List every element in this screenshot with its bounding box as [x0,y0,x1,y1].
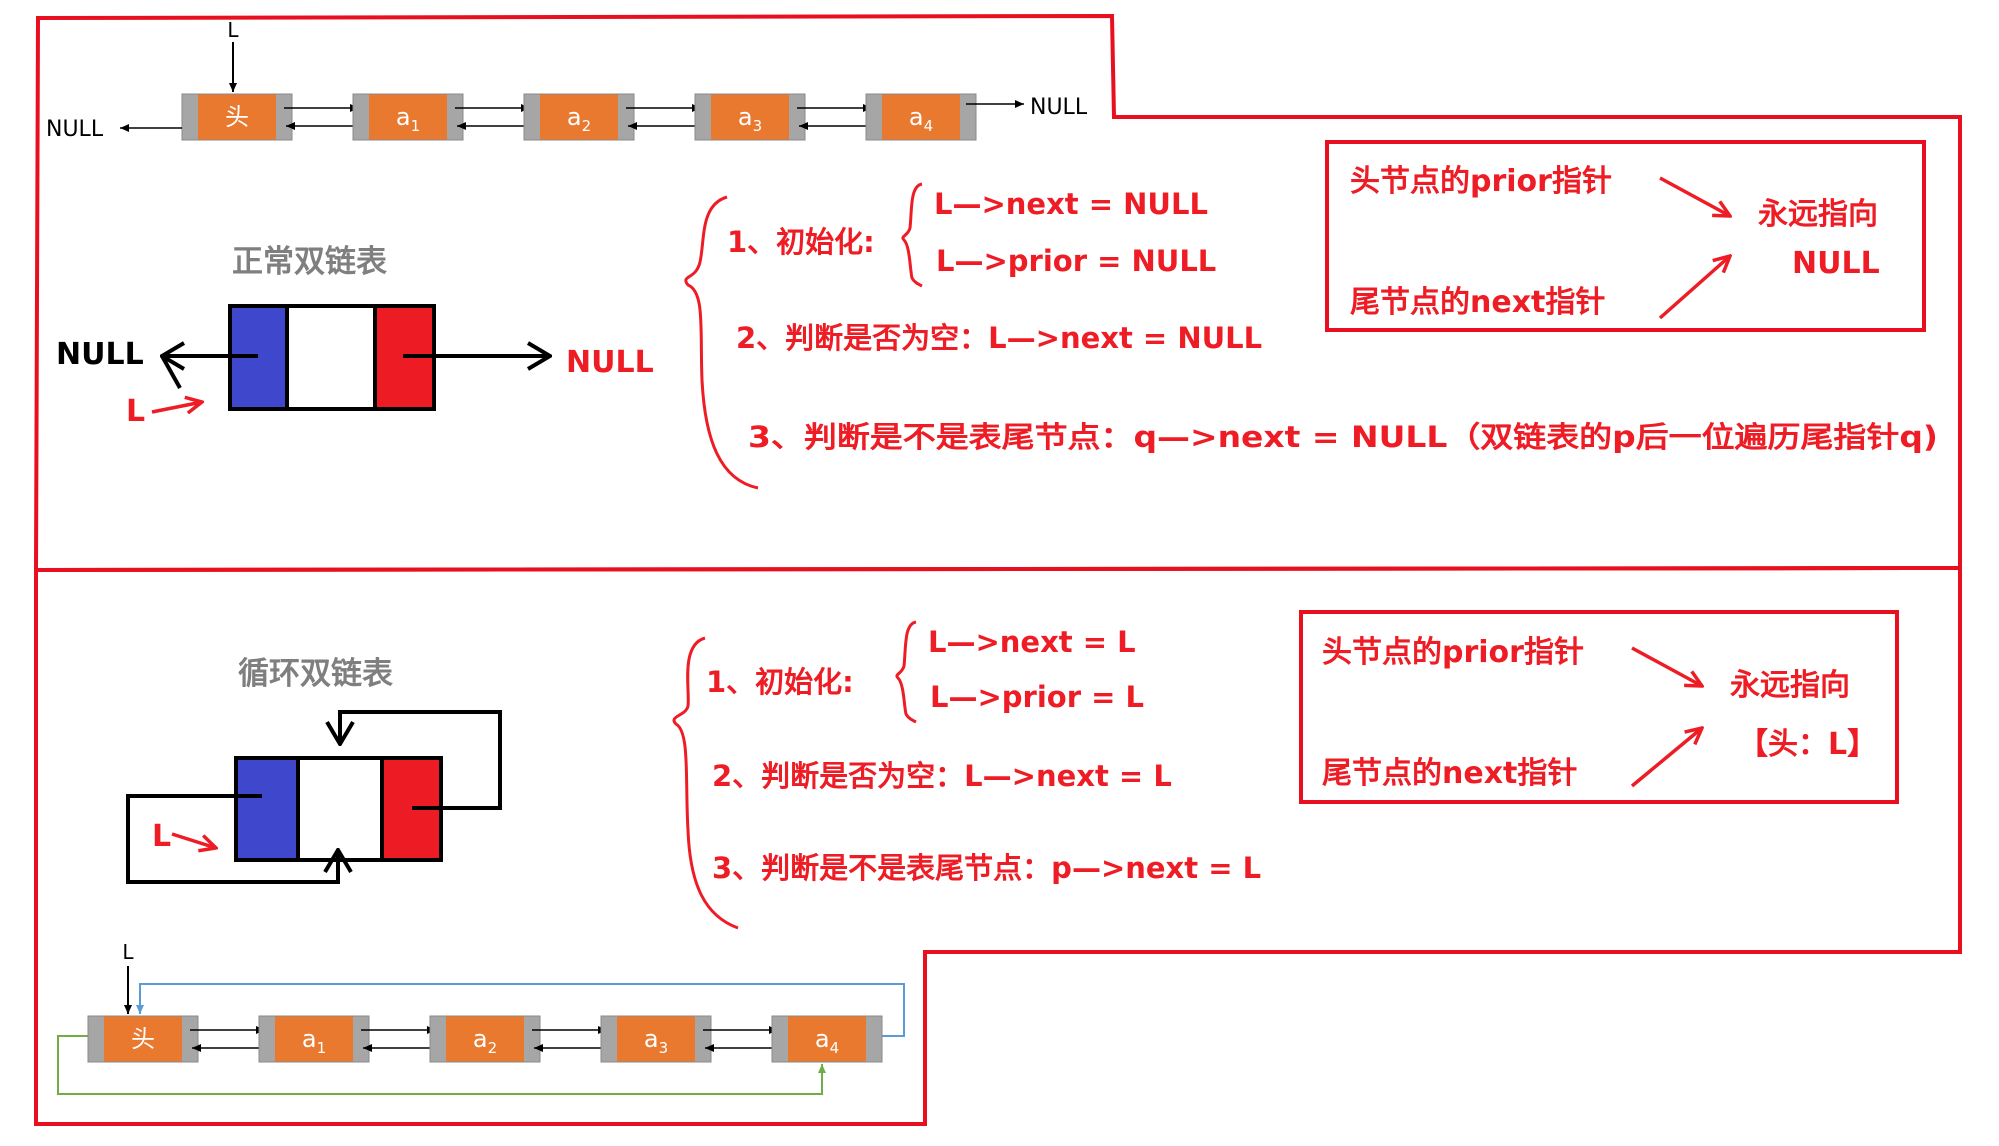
bottom-chain-node-1-label: 头 [131,1025,155,1053]
top-rule-init-prior: L—>prior = NULL [936,244,1216,278]
bottom-init-brace [895,620,917,724]
top-rule-init-label: 1、初始化: [727,225,875,259]
bottom-chain-node-1: 头 [87,1015,199,1063]
top-chain-left-null: NULL [46,117,104,142]
top-node-right-null: NULL [566,345,654,380]
top-note-result1: 永远指向 [1758,197,1878,232]
bottom-chain-nodes: 头 a1 a2 a3 a4 [87,1015,883,1063]
top-node-figure [162,304,550,411]
bottom-chain-head-pointer-label: L [122,940,134,964]
top-chain-node-1-label: 头 [225,103,249,131]
data-field [287,306,375,409]
bottom-rule-init-label: 1、初始化: [706,665,854,699]
top-title: 正常双链表 [232,244,387,280]
bottom-rules: 1、初始化: L—>next = L L—>prior = L 2、判断是否为空… [706,625,1261,885]
top-rule-tail: 3、判断是不是表尾节点：q—>next = NULL（双链表的p后一位遍历尾指针… [748,420,1938,454]
bottom-note-line1: 头节点的prior指针 [1322,635,1584,670]
bottom-note-box: 头节点的prior指针 尾节点的next指针 永远指向 【头：L】 [1299,610,1899,804]
top-chain-node-2: a1 [352,93,464,141]
bottom-rule-init-next: L—>next = L [928,625,1136,659]
top-chain-head-pointer-label: L [227,18,239,42]
bottom-chain-blue-loop [136,983,905,1037]
bottom-chain-node-5: a4 [771,1015,883,1063]
bottom-chain-node-5-label: a4 [815,1025,839,1057]
top-chain-nodes: 头 a1 a2 a3 a4 [181,93,977,141]
bottom-pointer-label: L [152,819,171,854]
bottom-node-figure [126,710,502,884]
top-note-box: 头节点的prior指针 尾节点的next指针 永远指向 NULL [1325,140,1926,332]
top-rule-init-next: L—>next = NULL [934,187,1208,221]
bottom-rule-init-prior: L—>prior = L [930,680,1144,714]
bottom-title: 循环双链表 [238,656,393,692]
top-note-line2: 尾节点的next指针 [1350,285,1605,320]
bottom-chain-node-2: a1 [258,1015,370,1063]
bottom-note-result1: 永远指向 [1730,668,1850,703]
top-init-brace [901,182,923,288]
section-frames [33,13,1962,1126]
top-rules: 1、初始化: L—>next = NULL L—>prior = NULL 2、… [727,187,1938,454]
bottom-rule-empty: 2、判断是否为空：L—>next = L [712,759,1172,793]
top-chain-node-1: 头 [181,93,293,141]
bottom-note-line2: 尾节点的next指针 [1322,756,1577,791]
top-chain-right-null: NULL [1030,95,1088,120]
top-pointer-arrow [151,402,202,412]
next-loop-arrow [340,710,502,810]
top-chain-node-5: a4 [865,93,977,141]
bottom-note-result2: 【头：L】 [1738,727,1877,762]
top-rule-empty: 2、判断是否为空：L—>next = NULL [736,321,1262,355]
top-note-line1: 头节点的prior指针 [1350,164,1612,199]
top-chain: L 头 a1 a2 a3 a4 NULL NULL [46,18,1088,142]
bottom-rule-tail: 3、判断是不是表尾节点：p—>next = L [712,851,1261,885]
top-rules-brace [684,195,759,490]
bottom-rules-brace [672,636,739,930]
top-pointer-label: L [126,394,145,429]
bottom-chain-node-3: a2 [429,1015,541,1063]
top-note-result2: NULL [1792,246,1880,281]
bottom-chain-node-4: a3 [600,1015,712,1063]
bottom-frame [34,565,1962,1126]
top-chain-node-3: a2 [523,93,635,141]
bottom-chain-green-loop [57,1035,826,1095]
top-chain-node-4: a3 [694,93,806,141]
top-node-left-null: NULL [56,337,144,372]
prior-loop-arrow [126,794,338,884]
bottom-pointer-arrow [171,832,216,848]
bottom-chain: L 头 a1 a2 a3 a4 [57,940,905,1095]
